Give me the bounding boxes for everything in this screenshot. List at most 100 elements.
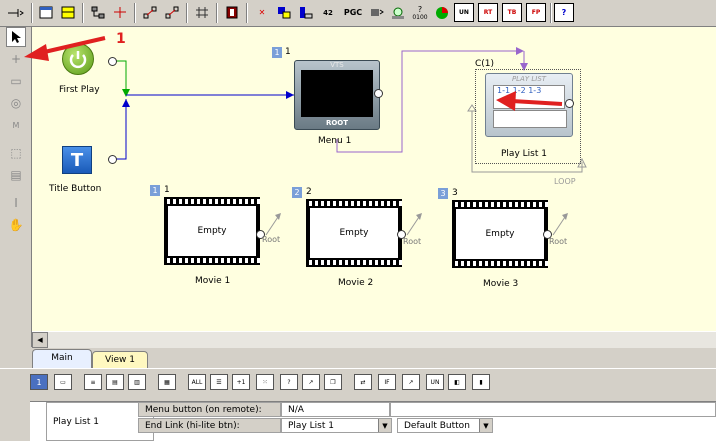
first-play-power-icon[interactable] bbox=[62, 43, 94, 75]
film-icon[interactable] bbox=[222, 3, 242, 22]
text-tool-icon[interactable]: I bbox=[14, 196, 18, 210]
split-icon[interactable]: ◧ bbox=[448, 374, 466, 390]
title-button-icon[interactable]: T bbox=[62, 146, 92, 174]
menu-connector[interactable] bbox=[374, 89, 383, 98]
add-icon[interactable]: + bbox=[10, 52, 22, 66]
add-marker-icon[interactable]: M bbox=[12, 120, 20, 130]
if-label: IF bbox=[384, 378, 390, 386]
menu-number-label: 1 bbox=[285, 47, 291, 57]
bar-icon[interactable] bbox=[296, 3, 316, 22]
title-button-glyph: T bbox=[70, 149, 84, 171]
menu-node[interactable]: VTS ROOT bbox=[294, 60, 380, 130]
movie-3-label: Movie 3 bbox=[483, 279, 519, 289]
tb-label: TB bbox=[507, 9, 517, 16]
loop-label: LOOP bbox=[554, 177, 576, 186]
playlist-selection-box bbox=[475, 69, 581, 164]
properties-icon[interactable]: ▤ bbox=[10, 168, 22, 182]
tb-button[interactable]: TB bbox=[502, 3, 522, 22]
movie-1-label: Movie 1 bbox=[195, 276, 231, 286]
movie-1-number: 1 bbox=[164, 185, 170, 195]
tree-icon[interactable] bbox=[88, 3, 108, 22]
first-button[interactable]: 1 bbox=[30, 374, 48, 390]
movie-2-connector[interactable] bbox=[397, 230, 406, 239]
tab-main[interactable]: Main bbox=[32, 349, 92, 368]
movie-2-number: 2 bbox=[306, 187, 312, 197]
movie-1-badge: 1 bbox=[150, 185, 160, 196]
button-select[interactable]: Default Button ▼ bbox=[397, 418, 493, 433]
if-button[interactable]: IF bbox=[378, 374, 396, 390]
title-button-connector[interactable] bbox=[108, 155, 117, 164]
scroll-left-icon[interactable]: ◀ bbox=[32, 332, 48, 348]
nums-label: 42 bbox=[323, 8, 333, 17]
dots-icon[interactable]: ⁙ bbox=[256, 374, 274, 390]
color-icon[interactable] bbox=[274, 3, 294, 22]
playlist-node[interactable]: PLAY LIST 1-1 1-2 1-3 bbox=[485, 73, 573, 137]
fp-label: FP bbox=[531, 9, 541, 16]
menu-number-badge: 1 bbox=[272, 47, 282, 58]
movie-2-node[interactable]: Empty bbox=[306, 199, 402, 267]
grid-icon[interactable] bbox=[192, 3, 212, 22]
nums-icon[interactable]: 42 bbox=[318, 3, 338, 22]
filter-icon[interactable] bbox=[366, 3, 386, 22]
swap-icon[interactable]: ⇄ bbox=[354, 374, 372, 390]
query-icon[interactable]: ? bbox=[280, 374, 298, 390]
playlist-connector[interactable] bbox=[565, 99, 574, 108]
button-select-dropdown-icon[interactable]: ▼ bbox=[479, 419, 492, 432]
connect2-icon[interactable] bbox=[162, 3, 182, 22]
end-link-label: End Link (hi-lite btn): bbox=[138, 418, 281, 433]
authoring-canvas[interactable]: First Play T Title Button 1 1 VTS ROOT M… bbox=[32, 27, 716, 331]
movie-1-node[interactable]: Empty bbox=[164, 197, 260, 265]
movie-3-node[interactable]: Empty bbox=[452, 200, 548, 268]
button-select-value: Default Button bbox=[404, 420, 470, 431]
movie-3-connector[interactable] bbox=[543, 230, 552, 239]
pgc-label: PGC bbox=[343, 8, 363, 17]
select-region-icon[interactable]: ⬚ bbox=[10, 146, 22, 160]
rt-label: RT bbox=[483, 9, 493, 16]
jump-icon[interactable]: ↗ bbox=[402, 374, 420, 390]
film-strip-icon[interactable]: ▦ bbox=[158, 374, 176, 390]
pie-icon[interactable] bbox=[432, 3, 452, 22]
all-button[interactable]: ALL bbox=[188, 374, 206, 390]
camera-icon[interactable] bbox=[388, 3, 408, 22]
connect-icon[interactable] bbox=[140, 3, 160, 22]
end-link-dropdown-icon[interactable]: ▼ bbox=[378, 419, 391, 432]
add-menu-icon[interactable]: ▭ bbox=[10, 74, 22, 88]
chart-icon[interactable]: ▥ bbox=[128, 374, 146, 390]
un-button[interactable]: UN bbox=[454, 3, 474, 22]
movie-2-content: Empty bbox=[310, 208, 398, 258]
rt-button[interactable]: RT bbox=[478, 3, 498, 22]
layout-icon[interactable] bbox=[58, 3, 78, 22]
tab-view-1[interactable]: View 1 bbox=[92, 351, 148, 368]
frame-icon[interactable]: ▭ bbox=[54, 374, 72, 390]
list2-icon[interactable]: ▤ bbox=[106, 374, 124, 390]
end-link-value: Play List 1 bbox=[288, 420, 334, 431]
playlist-label: Play List 1 bbox=[501, 149, 547, 159]
first-play-connector[interactable] bbox=[108, 57, 117, 66]
movie-1-connector[interactable] bbox=[256, 230, 265, 239]
plus-one-button[interactable]: +1 bbox=[232, 374, 250, 390]
bars-icon[interactable]: ▮ bbox=[472, 374, 490, 390]
un-small-button[interactable]: UN bbox=[426, 374, 444, 390]
rows-icon[interactable]: ☰ bbox=[210, 374, 228, 390]
pgc-button[interactable]: PGC bbox=[340, 3, 366, 22]
delete-icon[interactable]: ✕ bbox=[258, 8, 266, 17]
add-disc-icon[interactable]: ◎ bbox=[10, 96, 22, 110]
movie-3-content: Empty bbox=[456, 209, 544, 259]
time-icon[interactable]: ?0100 bbox=[412, 4, 428, 21]
help-icon[interactable]: ? bbox=[554, 3, 574, 22]
link-icon[interactable]: ↗ bbox=[302, 374, 320, 390]
annotation-number: 1 bbox=[116, 31, 126, 47]
canvas-hscrollbar[interactable]: ◀ bbox=[32, 331, 716, 348]
pin-icon[interactable] bbox=[2, 3, 28, 22]
arrow-pointer-icon[interactable] bbox=[6, 27, 26, 47]
link-red-icon[interactable] bbox=[110, 3, 130, 22]
end-link-select[interactable]: Play List 1 ▼ bbox=[281, 418, 392, 433]
secondary-toolbar: 1 ▭ ≡ ▤ ▥ ▦ ALL ☰ +1 ⁙ ? ↗ ❐ ⇄ IF ↗ UN ◧… bbox=[0, 368, 716, 397]
fp-button[interactable]: FP bbox=[526, 3, 546, 22]
list-icon[interactable]: ≡ bbox=[84, 374, 102, 390]
pages-icon[interactable]: ❐ bbox=[324, 374, 342, 390]
hand-tool-icon[interactable]: ✋ bbox=[8, 218, 24, 232]
first-label: 1 bbox=[36, 377, 42, 387]
window-icon[interactable] bbox=[36, 3, 56, 22]
first-play-label: First Play bbox=[59, 85, 100, 95]
